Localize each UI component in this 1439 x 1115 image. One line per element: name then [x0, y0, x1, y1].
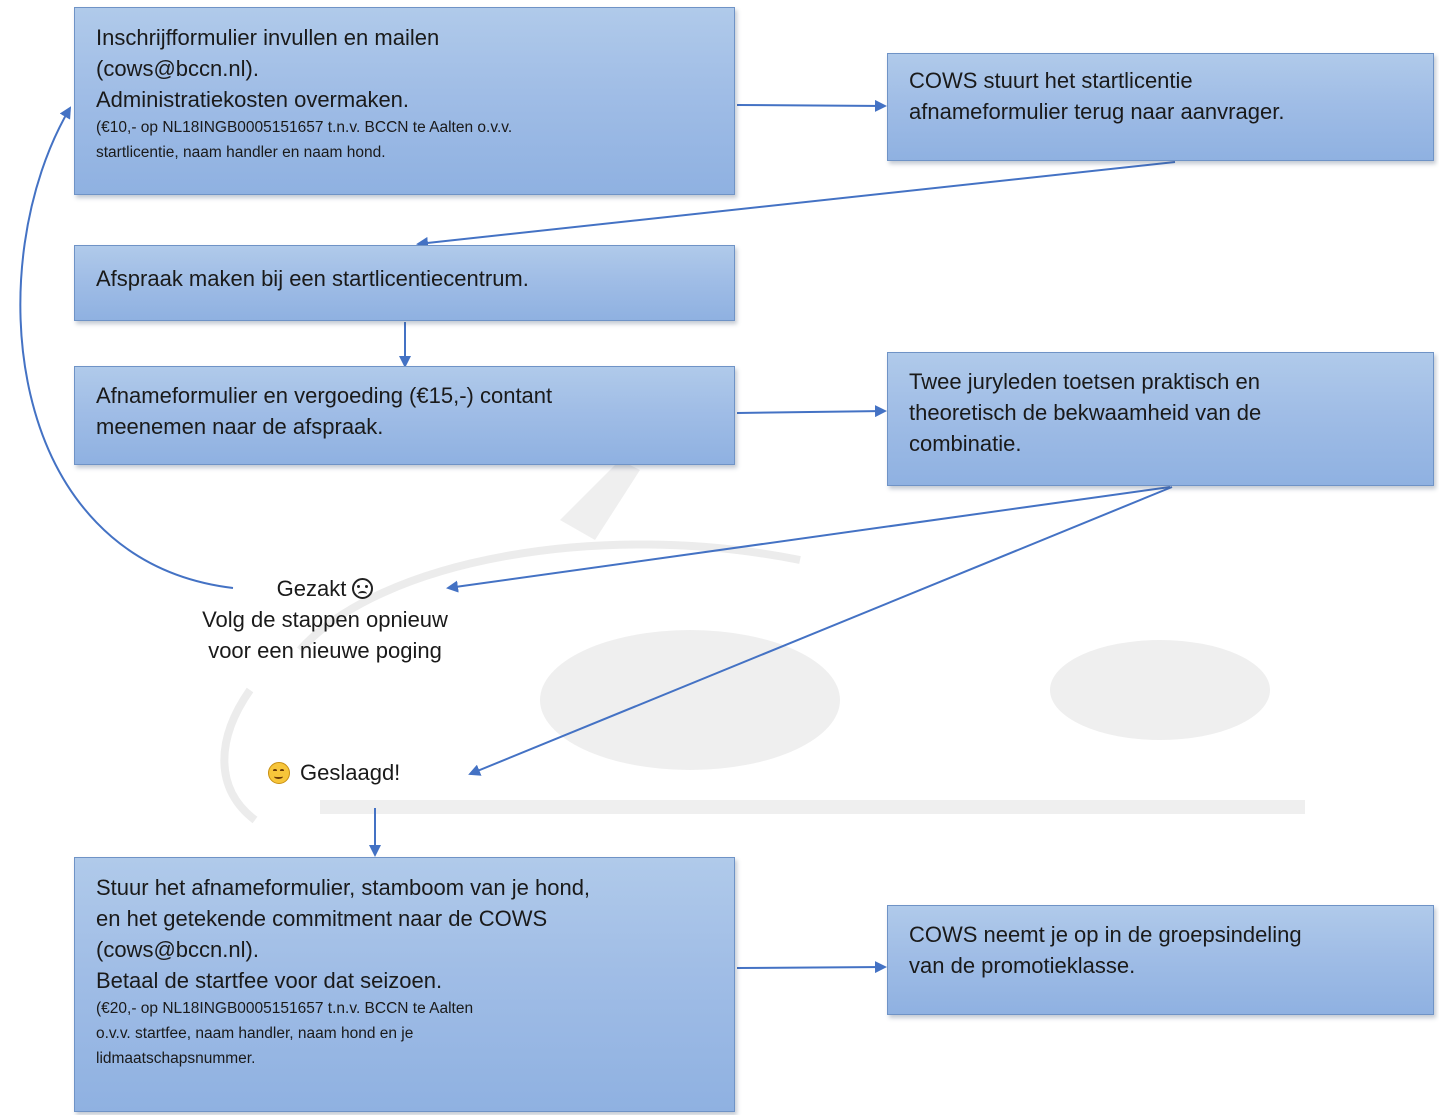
outcome-gezakt-line: Volg de stappen opnieuw — [202, 607, 448, 632]
step-text-line: COWS stuurt het startlicentie — [909, 68, 1193, 93]
step-text-line: van de promotieklasse. — [909, 953, 1136, 978]
outcome-gezakt-line: voor een nieuwe poging — [208, 638, 442, 663]
step-note-line: lidmaatschapsnummer. — [96, 1050, 256, 1067]
arrow-jury-to-geslaagd — [468, 486, 1173, 776]
step-afspraak: Afspraak maken bij een startlicentiecent… — [74, 245, 735, 321]
outcome-geslaagd-title: Geslaagd! — [300, 760, 401, 785]
step-text-line: (cows@bccn.nl). — [96, 56, 259, 81]
step-text-line: Betaal de startfee voor dat seizoen. — [96, 968, 443, 993]
step-text-line: en het getekende commitment naar de COWS — [96, 906, 548, 931]
step-note-line: (€10,- op NL18INGB0005151657 t.n.v. BCCN… — [96, 119, 513, 136]
step-text-line: Afnameformulier en vergoeding (€15,-) co… — [96, 383, 553, 408]
step-juryleden: Twee juryleden toetsen praktisch en theo… — [887, 352, 1434, 486]
step-text-line: meenemen naar de afspraak. — [96, 414, 384, 439]
outcome-geslaagd: Geslaagd! — [268, 757, 400, 788]
step-opname: COWS neemt je op in de groepsindeling va… — [887, 905, 1434, 1015]
step-text-line: Inschrijfformulier invullen en mailen — [96, 25, 440, 50]
arrow-inschrijving-to-cows — [736, 99, 887, 112]
smiling-face-icon — [268, 762, 290, 784]
step-note-line: (€20,- op NL18INGB0005151657 t.n.v. BCCN… — [96, 1000, 474, 1017]
step-stuur: Stuur het afnameformulier, stamboom van … — [74, 857, 735, 1112]
arrow-afname-to-juryleden — [736, 405, 887, 418]
step-text-line: Afspraak maken bij een startlicentiecent… — [96, 266, 529, 291]
step-cows-stuurt: COWS stuurt het startlicentie afnameform… — [887, 53, 1434, 161]
frowning-face-icon — [352, 578, 374, 599]
step-text-line: combinatie. — [909, 431, 1022, 456]
arrow-stuur-to-opname — [736, 961, 887, 974]
step-text-line: afnameformulier terug naar aanvrager. — [909, 99, 1285, 124]
step-text-line: Twee juryleden toetsen praktisch en — [909, 369, 1260, 394]
arrow-jury-to-gezakt — [446, 486, 1171, 593]
step-note-line: o.v.v. startfee, naam handler, naam hond… — [96, 1025, 414, 1042]
step-text-line: Administratiekosten overmaken. — [96, 87, 410, 112]
step-text-line: (cows@bccn.nl). — [96, 937, 259, 962]
step-text-line: theoretisch de bekwaamheid van de — [909, 400, 1262, 425]
step-note-line: startlicentie, naam handler en naam hond… — [96, 144, 386, 161]
step-text-line: Stuur het afnameformulier, stamboom van … — [96, 875, 591, 900]
outcome-gezakt: Gezakt Volg de stappen opnieuw voor een … — [160, 573, 490, 666]
step-inschrijving: Inschrijfformulier invullen en mailen (c… — [74, 7, 735, 195]
step-text-line: COWS neemt je op in de groepsindeling — [909, 922, 1302, 947]
outcome-gezakt-title: Gezakt — [276, 576, 347, 601]
step-afnameformulier: Afnameformulier en vergoeding (€15,-) co… — [74, 366, 735, 465]
